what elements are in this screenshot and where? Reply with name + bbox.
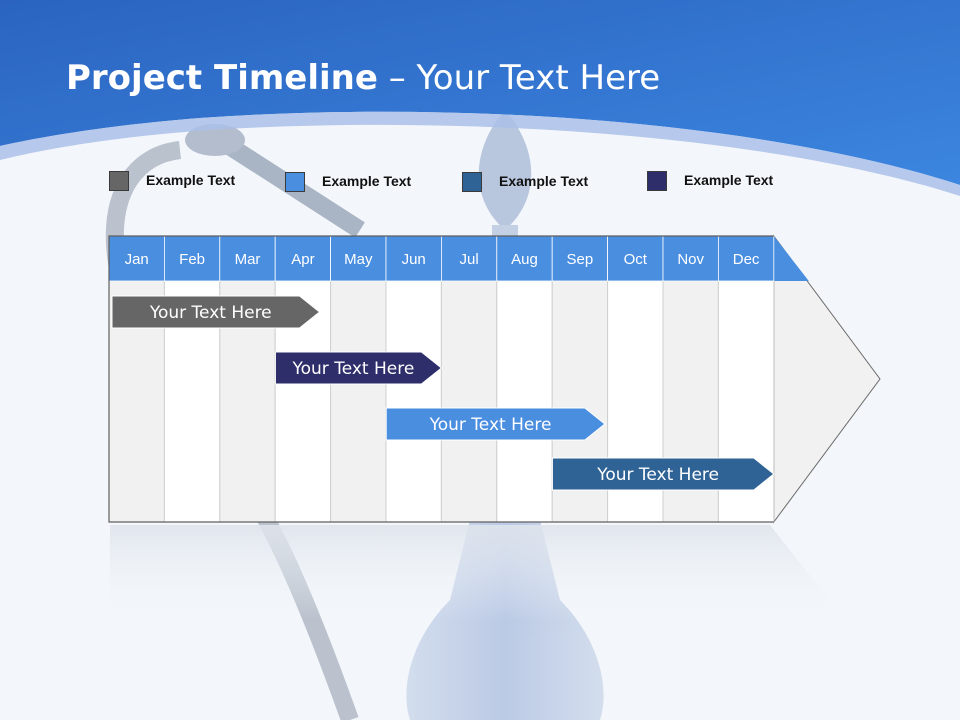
month-column	[385, 280, 442, 523]
arrow-head-header	[773, 236, 809, 281]
month-label: Jul	[460, 251, 479, 268]
legend-swatch	[647, 171, 667, 191]
month-header-cell	[551, 235, 609, 282]
title-rest: – Your Text Here	[377, 58, 661, 98]
month-column	[440, 280, 498, 523]
month-header-cell	[662, 235, 719, 282]
month-header-cell	[496, 235, 553, 282]
month-header-cell	[385, 235, 442, 282]
title-strong: Project Timeline	[66, 58, 378, 98]
legend-label: Example Text	[684, 172, 774, 188]
month-column	[496, 280, 553, 523]
header-band	[0, 0, 960, 185]
timeline-reflection	[110, 525, 845, 620]
task-bar[interactable]	[385, 407, 606, 441]
month-label: Dec	[733, 251, 760, 268]
timeline-frame	[108, 235, 774, 523]
month-header-cell	[607, 235, 664, 282]
month-label: Sep	[567, 251, 594, 268]
month-header-cell	[718, 235, 775, 282]
page-title: Project Timeline – Your Text Here	[66, 58, 660, 98]
task-bar[interactable]	[111, 295, 321, 329]
legend-label: Example Text	[146, 172, 236, 188]
month-label: Feb	[179, 251, 205, 268]
task-label: Your Text Here	[149, 303, 272, 323]
task-label: Your Text Here	[596, 465, 719, 485]
task-label: Your Text Here	[429, 415, 552, 435]
month-label: May	[344, 251, 373, 268]
month-label: Oct	[624, 251, 648, 268]
month-label: Mar	[235, 251, 261, 268]
task-label: Your Text Here	[292, 359, 415, 379]
task-bar[interactable]	[274, 351, 443, 385]
month-label: Aug	[511, 251, 538, 268]
legend-label: Example Text	[499, 173, 589, 189]
legend-swatch	[462, 172, 482, 192]
legend-swatch	[109, 171, 129, 191]
month-header-cell	[163, 235, 221, 282]
month-label: Jun	[402, 251, 426, 268]
month-header-cell	[440, 235, 498, 282]
month-label: Apr	[291, 251, 314, 268]
legend-swatch	[285, 172, 305, 192]
legend-label: Example Text	[322, 173, 412, 189]
month-label: Nov	[677, 251, 704, 268]
month-label: Jan	[125, 251, 149, 268]
month-column	[330, 280, 387, 523]
task-bar[interactable]	[551, 457, 775, 491]
